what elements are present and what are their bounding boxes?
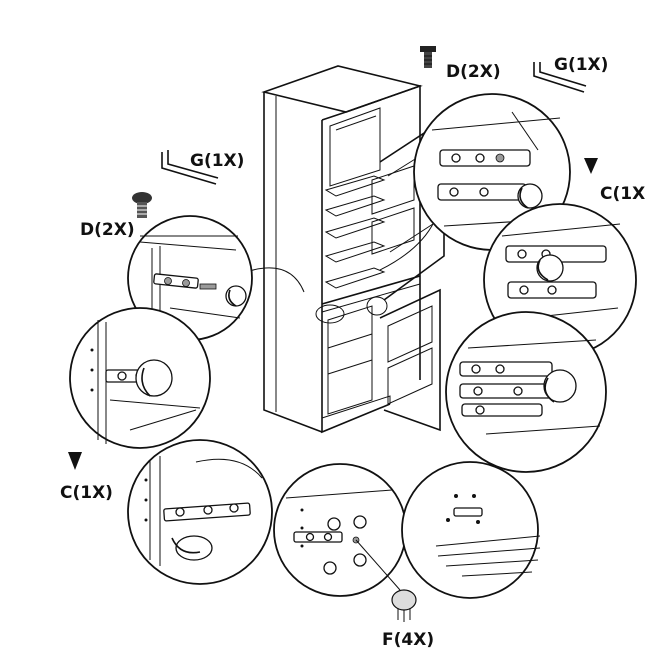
fridge-cabinet bbox=[261, 65, 445, 434]
screw-d-icon bbox=[132, 192, 152, 218]
label-g-top: G(1X) bbox=[554, 55, 608, 75]
detail-circle-bottom-middle bbox=[273, 463, 407, 597]
screw-c-icon bbox=[68, 452, 82, 470]
detail-circle-bottom-left bbox=[127, 439, 273, 585]
detail-circle-upper-left bbox=[127, 215, 253, 341]
label-c-right: C(1X bbox=[600, 184, 645, 204]
label-c-left: C(1X) bbox=[60, 483, 113, 503]
label-f-bottom: F(4X) bbox=[382, 630, 434, 650]
callout-line-right bbox=[379, 221, 435, 271]
detail-circle-bottom-right bbox=[401, 461, 541, 599]
callout-line-left bbox=[245, 267, 305, 293]
label-d-top: D(2X) bbox=[446, 62, 501, 82]
label-g-left: G(1X) bbox=[190, 151, 244, 171]
detail-circle-middle-left bbox=[69, 307, 211, 449]
bracket-g-icon bbox=[533, 62, 587, 93]
screw-c-icon bbox=[584, 158, 598, 174]
bracket-g-icon bbox=[161, 150, 219, 185]
detail-circle-right-lower bbox=[445, 311, 607, 473]
cap-f-icon bbox=[391, 589, 417, 622]
screw-d-icon bbox=[420, 46, 436, 68]
label-d-left: D(2X) bbox=[80, 220, 135, 240]
